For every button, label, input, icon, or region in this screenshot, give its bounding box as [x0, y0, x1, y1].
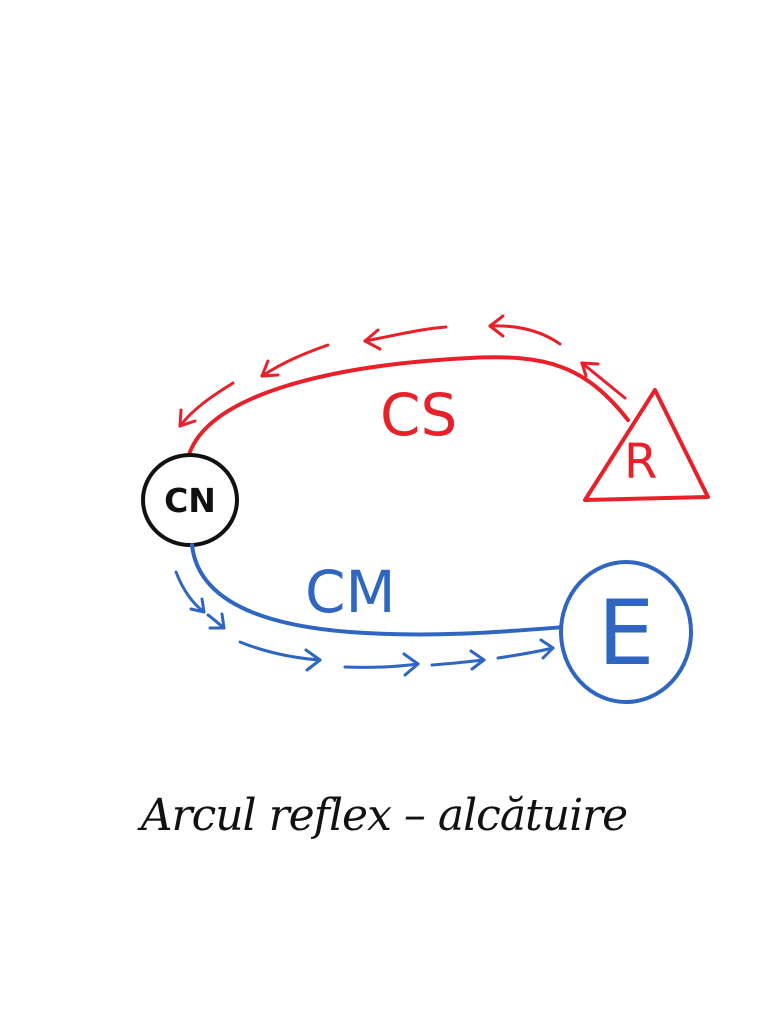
motor-pathway: CM	[174, 543, 567, 677]
motor-arrow-1	[174, 570, 206, 614]
sensory-arrow-4	[260, 343, 330, 378]
effector-node: E	[559, 560, 693, 704]
effector-circle-shape	[559, 560, 693, 704]
sensory-pathway-label: CS	[380, 381, 457, 449]
sensory-arrow-3	[363, 325, 448, 351]
diagram-caption: Arcul reflex – alcătuire	[140, 790, 628, 841]
sensory-pathway: CS	[178, 314, 630, 460]
nerve-center-label: CN	[164, 481, 216, 520]
motor-arrow-3	[238, 640, 322, 672]
motor-pathway-line	[190, 543, 567, 637]
receptor-label: R	[624, 434, 657, 490]
sensory-pathway-line	[186, 355, 630, 460]
motor-arrow-6	[496, 638, 555, 660]
motor-arrow-4	[343, 652, 420, 677]
nerve-center-node: CN	[141, 453, 239, 547]
sensory-arrow-5	[178, 381, 235, 428]
motor-arrow-5	[430, 649, 486, 671]
sensory-arrow-1	[580, 361, 627, 400]
receptor-node: R	[583, 388, 710, 502]
motor-pathway-label: CM	[305, 558, 396, 626]
sensory-arrow-2	[488, 314, 562, 346]
effector-label: E	[598, 581, 655, 686]
receptor-triangle-shape	[583, 388, 710, 502]
motor-arrow-2	[206, 612, 226, 630]
